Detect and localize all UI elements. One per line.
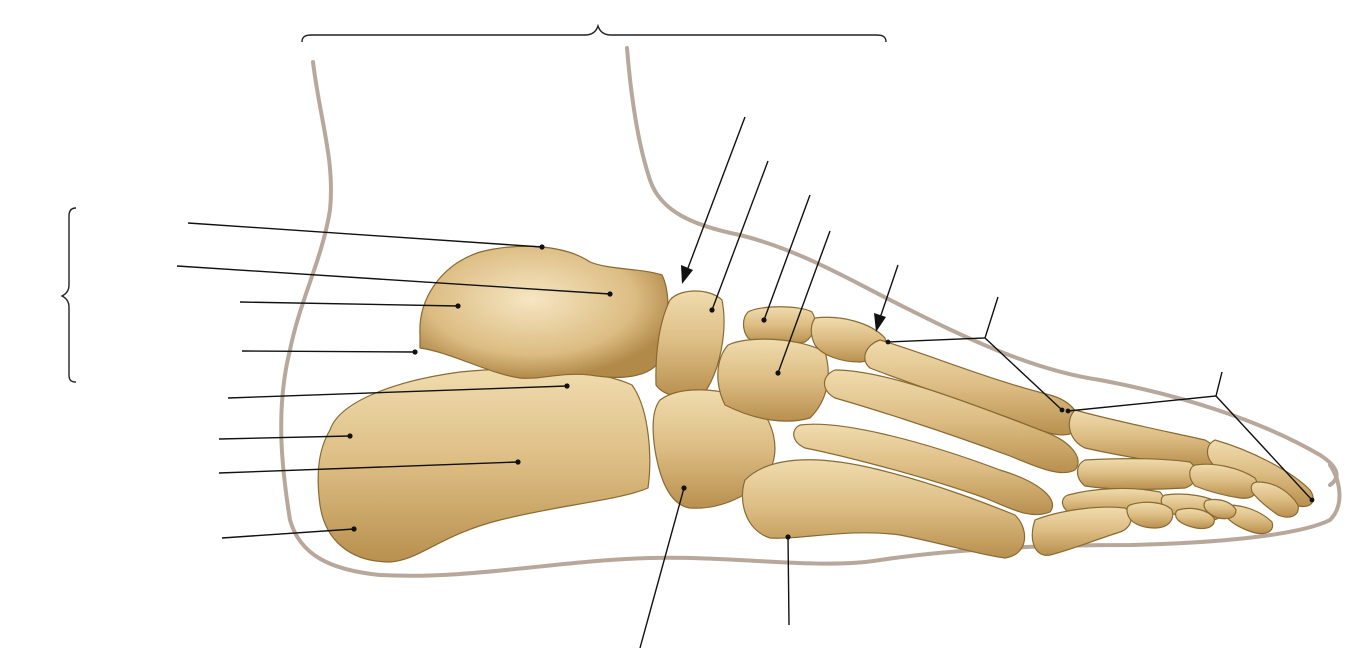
leader-dot	[455, 303, 461, 309]
distal-phalanx-5-bone	[1175, 507, 1215, 530]
metatarsal-1-bone	[864, 339, 1080, 436]
talus-bone	[419, 245, 669, 379]
leader-line	[1215, 395, 1313, 501]
leader-line	[787, 536, 790, 626]
leader-dot	[515, 459, 521, 465]
leader-bracket	[887, 296, 999, 343]
leader-dot	[607, 291, 613, 297]
leader-dot	[351, 526, 357, 532]
proximal-phalanx-2-bone	[1076, 458, 1197, 490]
metatarsal-5-bone	[741, 459, 1026, 559]
leader-line	[239, 301, 459, 307]
leader-dot	[539, 244, 545, 250]
leader-dot	[785, 534, 791, 540]
lateral-cuneiform-bone	[717, 338, 829, 422]
metatarsal-2-bone	[823, 369, 1079, 474]
leader-arrow	[687, 116, 746, 269]
metatarsal-3-bone	[793, 423, 1054, 516]
leader-lines	[176, 116, 1315, 649]
left-brace	[60, 207, 77, 383]
leader-dot	[412, 349, 418, 355]
leader-line	[777, 230, 831, 374]
leader-dot	[709, 307, 715, 313]
leader-line	[218, 435, 351, 440]
leader-line	[227, 385, 568, 399]
arrow-head	[874, 313, 886, 332]
distal-phalanx-4-bone	[1203, 498, 1237, 520]
middle-phalanx-2-bone	[1189, 463, 1259, 499]
leader-line	[639, 487, 685, 649]
middle-phalanx-5-bone	[1126, 501, 1174, 529]
leader-dot	[885, 339, 891, 345]
leader-line	[241, 350, 416, 353]
leader-line	[221, 528, 355, 539]
leader-dot	[775, 370, 781, 376]
skin-outline-posterior	[279, 60, 1342, 578]
bones	[317, 245, 1314, 563]
leader-arrow	[879, 264, 899, 319]
proximal-phalanx-5-bone	[1031, 506, 1132, 556]
top-brace	[301, 23, 887, 43]
leader-line	[711, 160, 769, 311]
skin-outline-anterior	[625, 46, 1339, 487]
arrow-head	[681, 265, 693, 284]
leader-line	[187, 222, 543, 248]
leader-line	[763, 194, 811, 321]
distal-phalanx-2-bone	[1250, 481, 1299, 518]
leader-dot	[761, 317, 767, 323]
leader-line	[984, 337, 1063, 411]
leader-dot	[681, 485, 687, 491]
leader-line	[218, 461, 519, 474]
leader-dot	[1065, 408, 1071, 414]
proximal-phalanx-1-bone	[1068, 409, 1219, 467]
leader-line	[176, 265, 611, 295]
leader-dot	[1059, 407, 1065, 413]
calcaneus-bone	[317, 368, 651, 563]
leader-dot	[347, 433, 353, 439]
leader-dot	[564, 383, 570, 389]
intermediate-cuneiform-bone	[742, 306, 816, 345]
leader-dot	[1309, 497, 1315, 503]
